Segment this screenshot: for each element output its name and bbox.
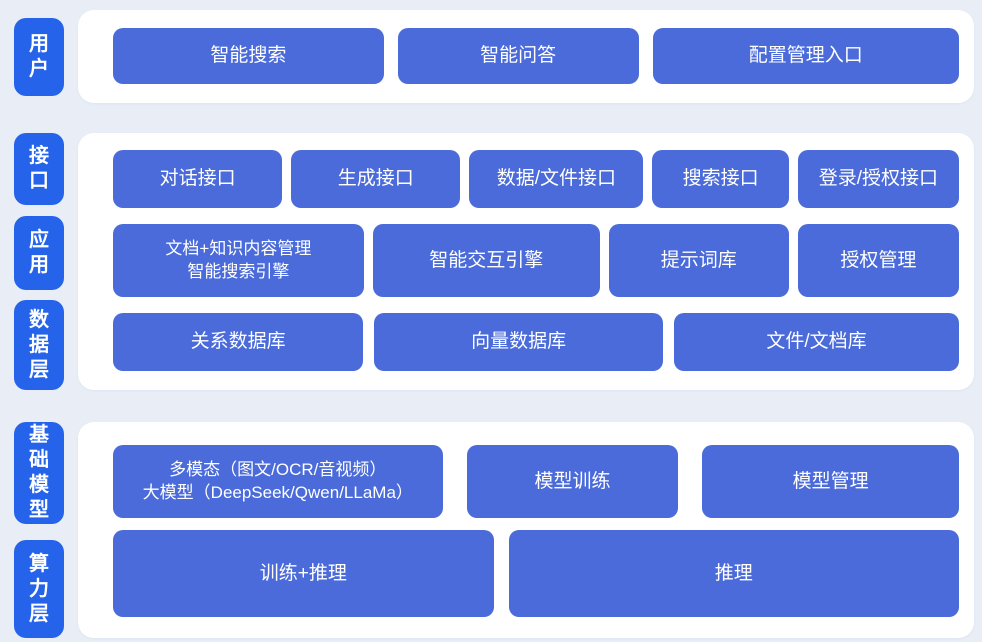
panel-user: 智能搜索 智能问答 配置管理入口 bbox=[78, 10, 974, 103]
panel-bottom: 多模态（图文/OCR/音视频） 大模型（DeepSeek/Qwen/LLaMa）… bbox=[78, 422, 974, 638]
row-compute: 训练+推理 推理 bbox=[113, 530, 959, 617]
layer-label-compute-text: 算力层 bbox=[29, 552, 49, 625]
layer-label-data: 数据层 bbox=[14, 300, 64, 390]
layer-band-middle: 接口 应用 数据层 对话接口 生成接口 数据/文件接口 搜索接口 登录/授权接口… bbox=[14, 133, 974, 390]
block-interactive-engine: 智能交互引擎 bbox=[372, 224, 600, 297]
block-inference: 推理 bbox=[508, 530, 959, 617]
layer-label-user: 用户 bbox=[14, 17, 64, 96]
layer-label-user-text: 用户 bbox=[29, 32, 49, 80]
row-user-entries: 智能搜索 智能问答 配置管理入口 bbox=[113, 28, 959, 84]
block-vector-db: 向量数据库 bbox=[374, 313, 664, 371]
layer-label-interface: 接口 bbox=[14, 133, 64, 205]
layer-label-compute: 算力层 bbox=[14, 540, 64, 638]
layer-rail-user: 用户 bbox=[14, 10, 64, 103]
block-training-inference: 训练+推理 bbox=[113, 530, 494, 617]
row-applications: 文档+知识内容管理 智能搜索引擎 智能交互引擎 提示词库 授权管理 bbox=[113, 224, 960, 297]
row-models: 多模态（图文/OCR/音视频） 大模型（DeepSeek/Qwen/LLaMa）… bbox=[113, 445, 959, 518]
layer-label-application: 应用 bbox=[14, 215, 64, 290]
layer-label-application-text: 应用 bbox=[29, 228, 49, 276]
layer-rail-middle: 接口 应用 数据层 bbox=[14, 133, 64, 390]
block-dialog-api: 对话接口 bbox=[113, 150, 283, 208]
layer-label-interface-text: 接口 bbox=[29, 145, 49, 192]
block-authorization-mgmt: 授权管理 bbox=[797, 224, 960, 297]
block-file-doc-store: 文件/文档库 bbox=[674, 313, 959, 371]
block-login-auth-api: 登录/授权接口 bbox=[797, 150, 960, 208]
block-smart-qa: 智能问答 bbox=[397, 28, 639, 84]
layer-label-foundation-model: 基础模型 bbox=[14, 422, 64, 524]
block-config-mgmt-entry: 配置管理入口 bbox=[652, 28, 959, 84]
block-search-api: 搜索接口 bbox=[652, 150, 789, 208]
panel-middle: 对话接口 生成接口 数据/文件接口 搜索接口 登录/授权接口 文档+知识内容管理… bbox=[78, 133, 974, 390]
layer-label-foundation-model-text: 基础模型 bbox=[29, 424, 49, 521]
layer-band-user: 用户 智能搜索 智能问答 配置管理入口 bbox=[14, 10, 974, 103]
row-data-stores: 关系数据库 向量数据库 文件/文档库 bbox=[113, 313, 959, 371]
layer-rail-bottom: 基础模型 算力层 bbox=[14, 422, 64, 638]
block-multimodal-llm: 多模态（图文/OCR/音视频） 大模型（DeepSeek/Qwen/LLaMa） bbox=[113, 445, 443, 518]
layer-label-data-text: 数据层 bbox=[29, 308, 49, 381]
block-prompt-library: 提示词库 bbox=[608, 224, 789, 297]
row-interfaces: 对话接口 生成接口 数据/文件接口 搜索接口 登录/授权接口 bbox=[113, 150, 960, 208]
block-smart-search: 智能搜索 bbox=[113, 28, 384, 84]
layer-band-bottom: 基础模型 算力层 多模态（图文/OCR/音视频） 大模型（DeepSeek/Qw… bbox=[14, 422, 974, 638]
block-model-training: 模型训练 bbox=[466, 445, 679, 518]
block-generation-api: 生成接口 bbox=[291, 150, 461, 208]
block-relational-db: 关系数据库 bbox=[113, 313, 364, 371]
block-model-mgmt: 模型管理 bbox=[702, 445, 959, 518]
block-doc-knowledge-search-engine: 文档+知识内容管理 智能搜索引擎 bbox=[113, 224, 364, 297]
block-data-file-api: 数据/文件接口 bbox=[469, 150, 644, 208]
